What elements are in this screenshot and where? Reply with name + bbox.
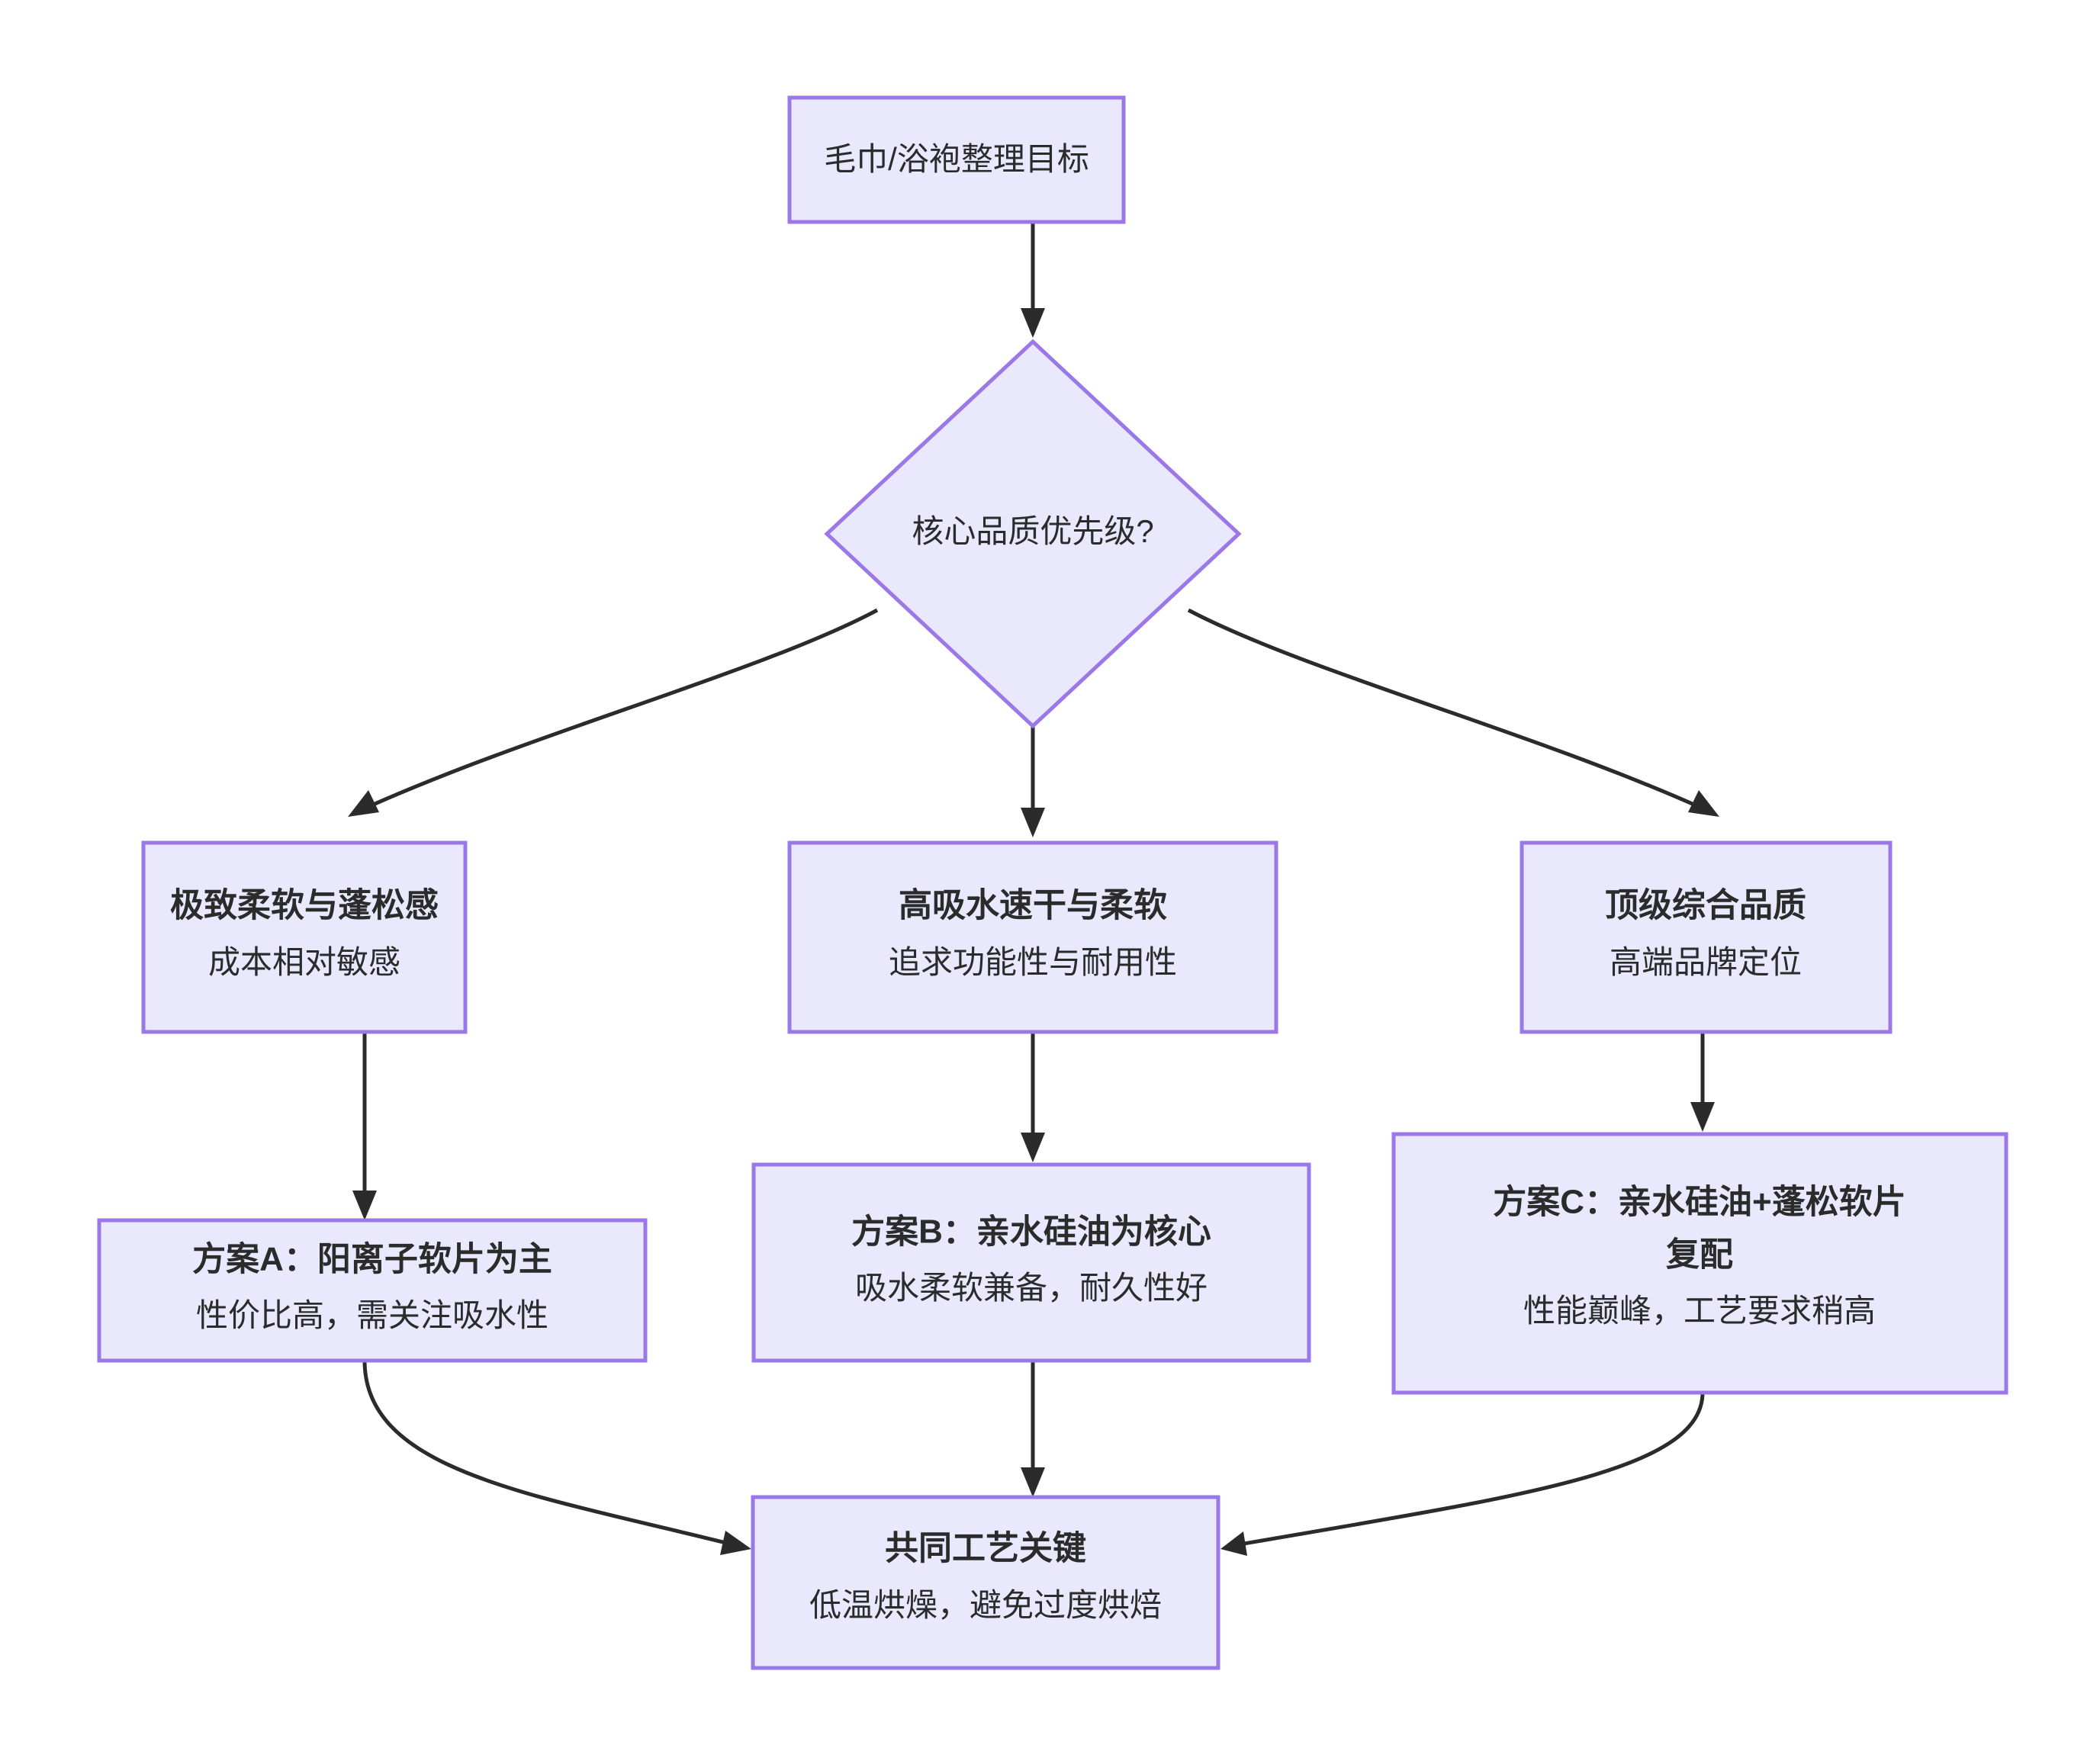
node-common-subtitle: 低温烘燥，避免过度烘焙 <box>809 1587 1162 1623</box>
node-solution-c-title-line-1: 方案C：亲水硅油+蓬松软片 <box>1493 1184 1905 1221</box>
node-branch-left-title: 极致柔软与蓬松感 <box>170 887 439 924</box>
node-common[interactable]: 共同工艺关键 低温烘燥，避免过度烘焙 <box>751 1495 1220 1670</box>
node-start[interactable]: 毛巾/浴袍整理目标 <box>787 95 1126 224</box>
edge-branch-right-to-solution-c <box>1690 1032 1715 1132</box>
node-branch-left-subtitle: 成本相对敏感 <box>208 944 400 980</box>
edge-start-to-decision <box>1021 222 1045 338</box>
node-branch-left[interactable]: 极致柔软与蓬松感 成本相对敏感 <box>141 840 468 1034</box>
node-start-line-1: 毛巾/浴袍整理目标 <box>824 141 1089 177</box>
edge-decision-to-branch-left <box>348 608 879 817</box>
node-solution-b-title: 方案B：亲水硅油为核心 <box>851 1213 1211 1251</box>
node-decision-line-1: 核心品质优先级? <box>912 513 1153 549</box>
edge-decision-to-branch-right <box>1187 608 1719 817</box>
edge-solution-c-to-common <box>1220 1392 1705 1556</box>
node-decision[interactable]: 核心品质优先级? <box>824 339 1242 729</box>
edge-solution-a-to-common <box>362 1360 751 1555</box>
node-branch-right-title: 顶级综合品质 <box>1605 887 1806 924</box>
node-solution-b[interactable]: 方案B：亲水硅油为核心 吸水柔软兼备，耐久性好 <box>751 1162 1311 1363</box>
edge-solution-b-to-common <box>1021 1361 1045 1497</box>
node-branch-middle-subtitle: 追求功能性与耐用性 <box>889 944 1177 980</box>
node-solution-c-subtitle: 性能巅峰，工艺要求稍高 <box>1523 1293 1876 1329</box>
node-branch-right[interactable]: 顶级综合品质 高端品牌定位 <box>1520 840 1893 1034</box>
node-solution-a[interactable]: 方案A：阳离子软片为主 性价比高，需关注吸水性 <box>97 1218 648 1363</box>
node-solution-a-title: 方案A：阳离子软片为主 <box>192 1241 552 1278</box>
node-common-title: 共同工艺关键 <box>885 1530 1086 1567</box>
node-solution-c-title-line-2: 复配 <box>1666 1236 1733 1274</box>
node-solution-c[interactable]: 方案C：亲水硅油+蓬松软片 复配 性能巅峰，工艺要求稍高 <box>1391 1132 2008 1395</box>
node-branch-right-subtitle: 高端品牌定位 <box>1610 944 1802 980</box>
node-solution-a-subtitle: 性价比高，需关注吸水性 <box>196 1297 548 1333</box>
node-branch-middle-title: 高吸水速干与柔软 <box>899 887 1167 924</box>
edge-branch-left-to-solution-a <box>352 1032 377 1220</box>
edge-decision-to-branch-middle <box>1021 725 1045 837</box>
edge-branch-middle-to-solution-b <box>1021 1032 1045 1162</box>
node-branch-middle[interactable]: 高吸水速干与柔软 追求功能性与耐用性 <box>787 840 1278 1034</box>
edges-layer <box>348 222 1719 1556</box>
node-solution-b-subtitle: 吸水柔软兼备，耐久性好 <box>855 1270 1208 1306</box>
nodes-layer: 毛巾/浴袍整理目标 核心品质优先级? 极致柔软与蓬松感 成本相对敏感 高吸水速干… <box>97 95 2008 1670</box>
